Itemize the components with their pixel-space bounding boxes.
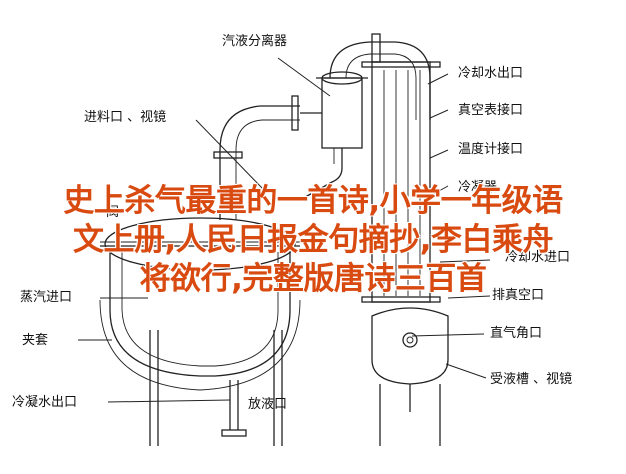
label-steam-inlet: 蒸汽进口 <box>20 290 73 305</box>
label-cooling-water-outlet-top: 冷却水出口 <box>458 66 524 81</box>
receiver-tank <box>371 307 449 385</box>
jacket-outline <box>99 299 301 391</box>
label-valve-partial: 阀 <box>106 205 120 220</box>
label-straight-angle-valve: 直气角口 <box>490 326 543 341</box>
vessel-dome <box>104 217 296 271</box>
label-condensate-outlet-bottom: 冷凝水出口 <box>12 395 78 410</box>
label-cooling-water-inlet: 冷却水进口 <box>505 250 571 265</box>
overlay-line-2: 文上册,人民日报金句摘抄,李白乘舟 <box>72 222 554 258</box>
label-evaporator-separator: 汽液分离器 <box>222 34 288 49</box>
pipe-flange-1 <box>213 151 243 159</box>
label-drain-outlet: 放液口 <box>248 397 288 412</box>
evaporator-vessel <box>109 248 291 377</box>
separator-return-pipe <box>299 148 343 201</box>
label-vacuum-gauge-port: 真空表接口 <box>458 103 524 118</box>
label-condenser: 冷凝器 <box>458 180 498 195</box>
overlay-line-3: 将欲行,完整版唐诗三百首 <box>139 261 487 297</box>
overlay-title: 史上杀气最重的一首诗,小学一年级语 文上册,人民日报金句摘抄,李白乘舟 将欲行,… <box>0 182 626 299</box>
label-feed-sightglass: 进料口 、视镜 <box>84 110 167 125</box>
label-jacket: 夹套 <box>22 333 49 348</box>
label-receiver-sightglass: 受液槽 、视镜 <box>490 372 573 387</box>
overhead-vapor-bend <box>329 41 431 120</box>
vapor-pipe <box>219 105 300 220</box>
label-thermometer-port: 温度计接口 <box>458 142 524 157</box>
receiver-sightglass <box>402 332 418 348</box>
label-vent-valve: 排真空口 <box>492 288 545 303</box>
separator-body <box>321 77 363 149</box>
overlay-line-1: 史上杀气最重的一首诗,小学一年级语 <box>63 183 563 219</box>
